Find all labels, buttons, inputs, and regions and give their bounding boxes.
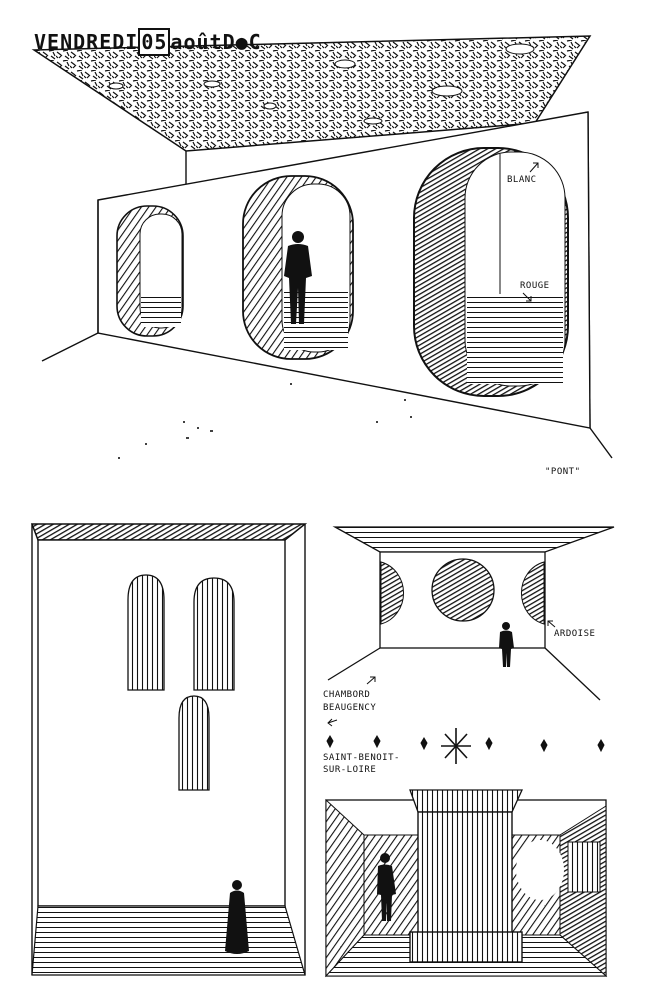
date-number: 05 bbox=[138, 28, 171, 56]
label-blanc: BLANC bbox=[507, 175, 537, 185]
ornament-row bbox=[326, 728, 605, 764]
arch-left bbox=[116, 205, 184, 337]
tall-room bbox=[30, 523, 308, 976]
label-sur-loire: SUR-LOIRE bbox=[323, 765, 377, 775]
arrows-top bbox=[522, 162, 539, 302]
label-ardoise: ARDOISE bbox=[554, 629, 596, 639]
month-label: août bbox=[170, 30, 223, 54]
figure-column bbox=[377, 853, 396, 921]
day-label: VENDREDI bbox=[34, 30, 139, 54]
figure-robed bbox=[225, 880, 249, 954]
ardoise-room bbox=[327, 526, 615, 701]
top-floor-dots bbox=[118, 383, 412, 459]
label-saint-benoit: SAINT-BENOIT- bbox=[323, 753, 400, 763]
label-pont: "PONT" bbox=[545, 467, 581, 477]
label-beaugency: BEAUGENCY bbox=[323, 703, 377, 713]
figure-ardoise bbox=[499, 622, 514, 667]
star-icon bbox=[441, 728, 471, 764]
arrows-bottom bbox=[327, 620, 556, 727]
label-rouge: ROUGE bbox=[520, 281, 550, 291]
small-arches bbox=[127, 574, 235, 791]
figure-top bbox=[284, 231, 312, 324]
label-chambord: CHAMBORD bbox=[323, 690, 371, 700]
column bbox=[409, 789, 524, 963]
year-marks: D●C bbox=[222, 30, 262, 54]
arch-right bbox=[413, 147, 569, 397]
